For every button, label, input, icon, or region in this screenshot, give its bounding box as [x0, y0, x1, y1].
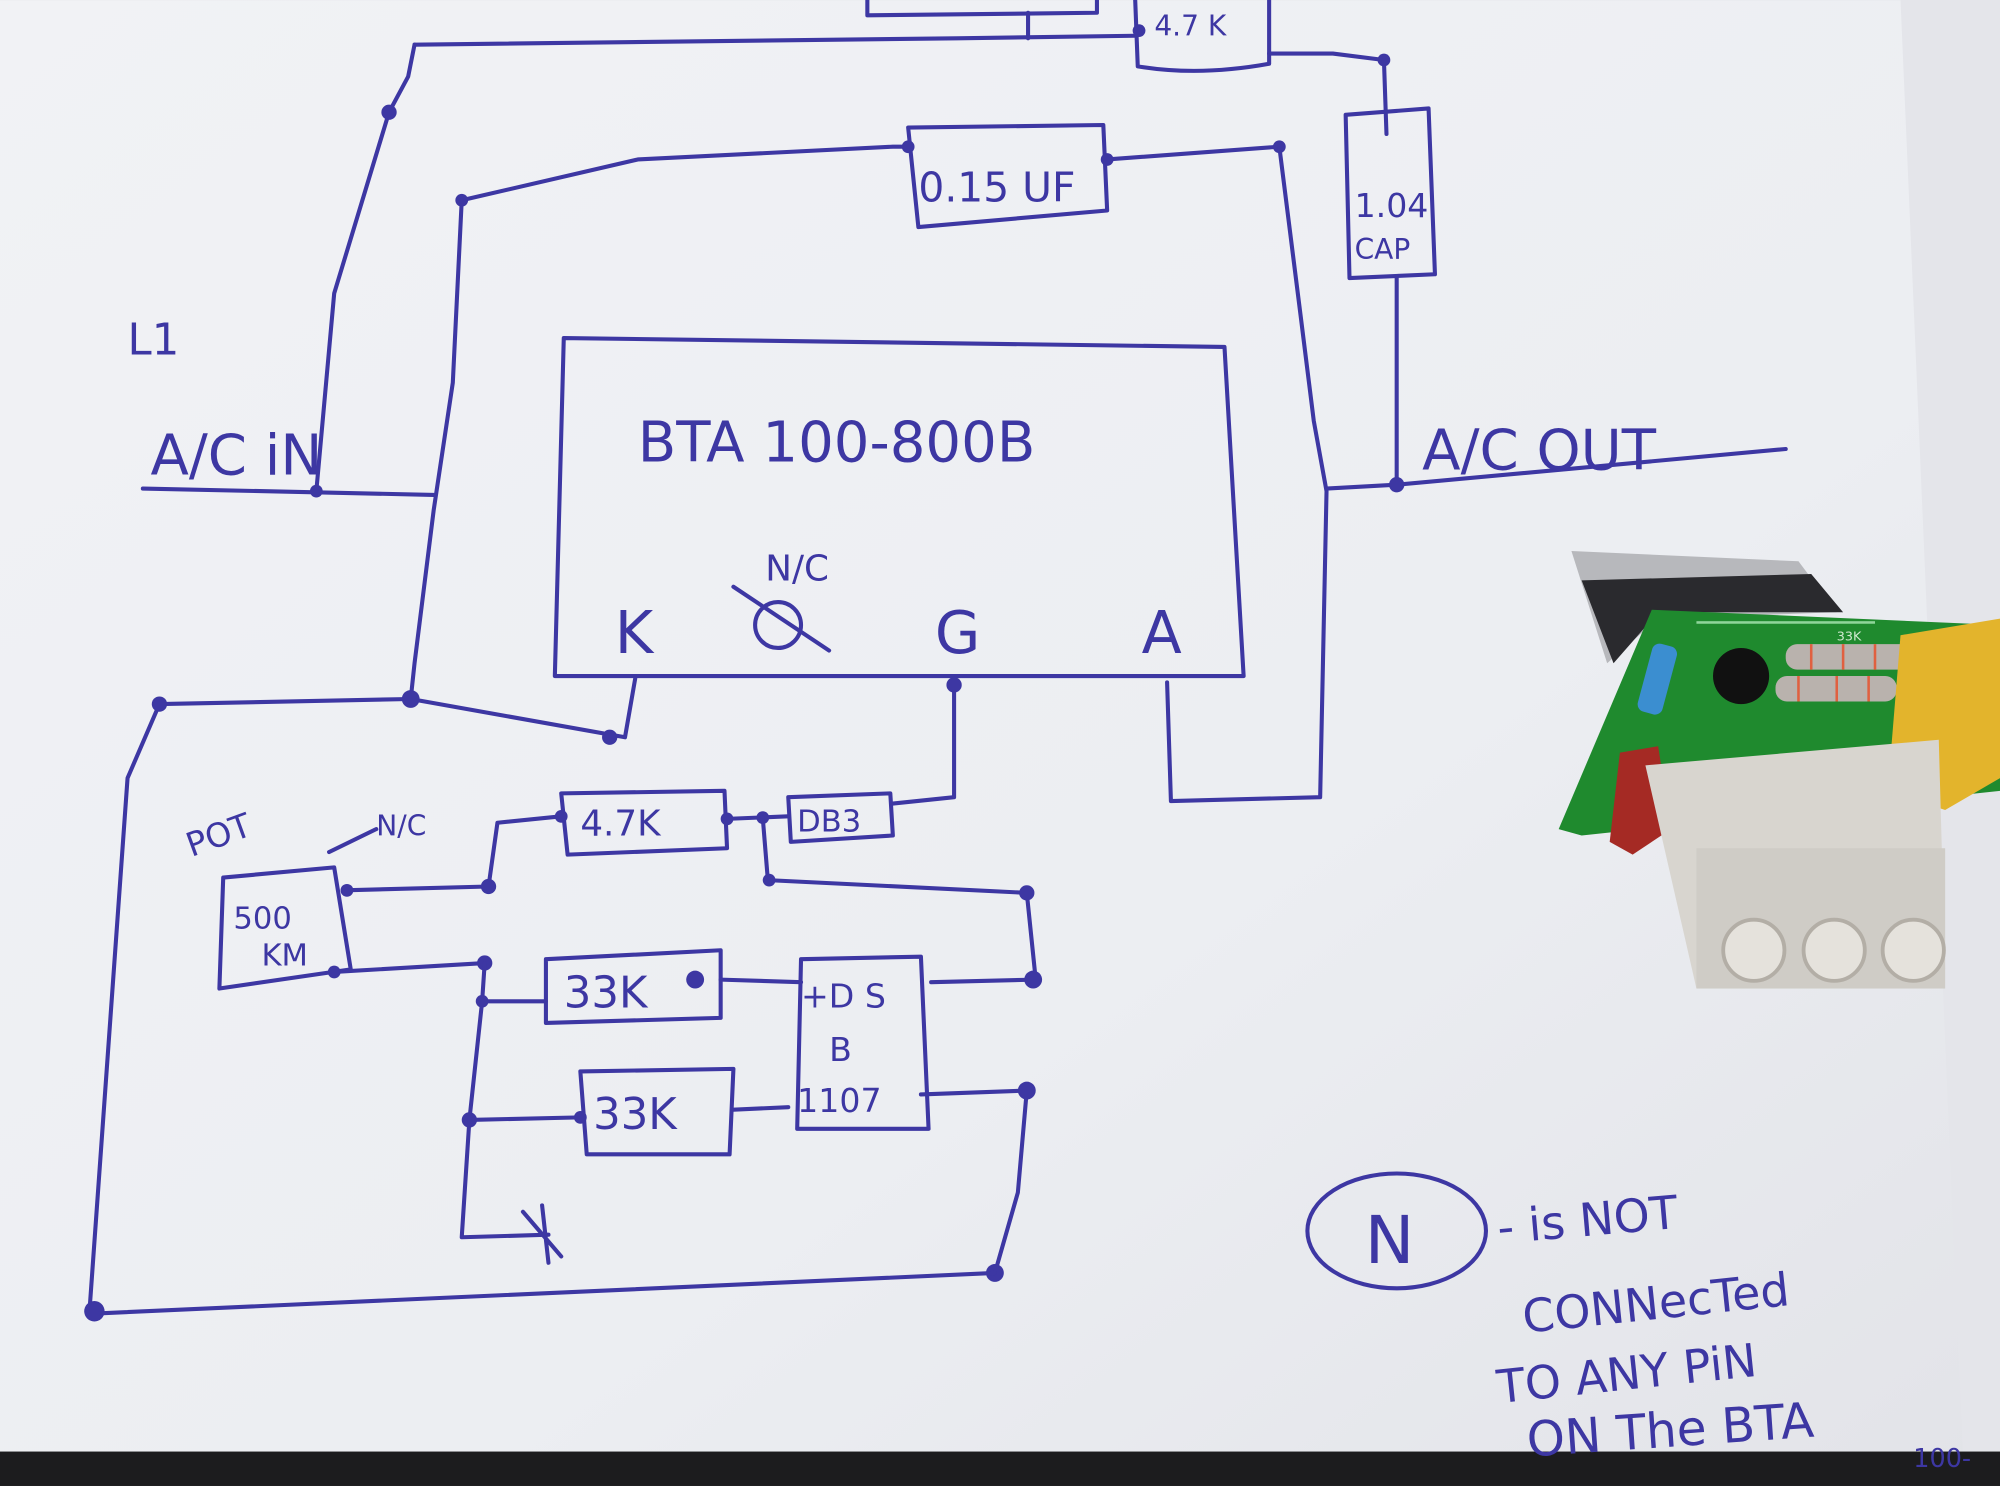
label-diac: DB3: [797, 805, 861, 840]
label-res-33k-1: 33K: [564, 969, 649, 1019]
resistor-33k-1: 33K: [475, 948, 804, 1026]
triac-bta100-800b: BTA 100-800B N/C K G A: [552, 335, 1246, 679]
pcb-silkscreen: 33K: [1837, 629, 1862, 644]
label-l1: L1: [128, 316, 180, 366]
label-res-33k-2: 33K: [593, 1090, 678, 1140]
wire-k-main: [87, 676, 638, 1316]
note-symbol: N: [1365, 1201, 1415, 1279]
resistor-4-7k: 4.7K: [554, 788, 791, 857]
label-pot-nc: N/C: [376, 809, 426, 842]
note-line-5: 100-: [1913, 1444, 1971, 1474]
label-ic-3: 1107: [797, 1081, 881, 1120]
wire-anode-loop: [1165, 144, 1329, 804]
label-ic-1: +D S: [801, 977, 886, 1016]
wire-cap-to-k: [408, 198, 464, 702]
capacitor-104: 1.04 CAP: [1343, 57, 1437, 487]
label-triac: BTA 100-800B: [638, 411, 1036, 476]
label-pin-a: A: [1142, 599, 1182, 667]
potentiometer-500k: POT N/C 500 KM: [181, 805, 564, 991]
wire-bottom-return: [87, 1270, 997, 1316]
label-ic-2: B: [829, 1030, 852, 1069]
diac-db3: DB3: [786, 791, 895, 844]
cross-mark: [520, 1203, 564, 1265]
wire-ac-in: [140, 486, 436, 497]
wire-gate: [890, 676, 957, 806]
label-pin-g: G: [935, 599, 980, 667]
pcb-module-photo: 33K: [1558, 551, 2000, 989]
label-pin-k: K: [615, 599, 655, 667]
label-res-top: 4.7 K: [1154, 10, 1227, 43]
label-ac-in: A/C iN: [151, 424, 323, 489]
label-pin-nc: N/C: [765, 548, 829, 589]
table-edge: [0, 1451, 2000, 1486]
label-cap-015: 0.15 UF: [918, 164, 1075, 212]
label-cap-104-value: 1.04: [1355, 186, 1429, 225]
capacitor-0-15uf: 0.15 UF: [455, 122, 1286, 230]
label-pot-value-1: 500: [233, 902, 291, 937]
label-res-47k: 4.7K: [580, 803, 662, 844]
label-cap-104-type: CAP: [1355, 233, 1411, 266]
wire-to-x: [459, 1117, 551, 1240]
label-ac-out: A/C OUT: [1422, 418, 1657, 483]
ic-db1107: +D S B 1107: [795, 954, 1036, 1282]
label-pot-value-2: KM: [261, 939, 307, 974]
